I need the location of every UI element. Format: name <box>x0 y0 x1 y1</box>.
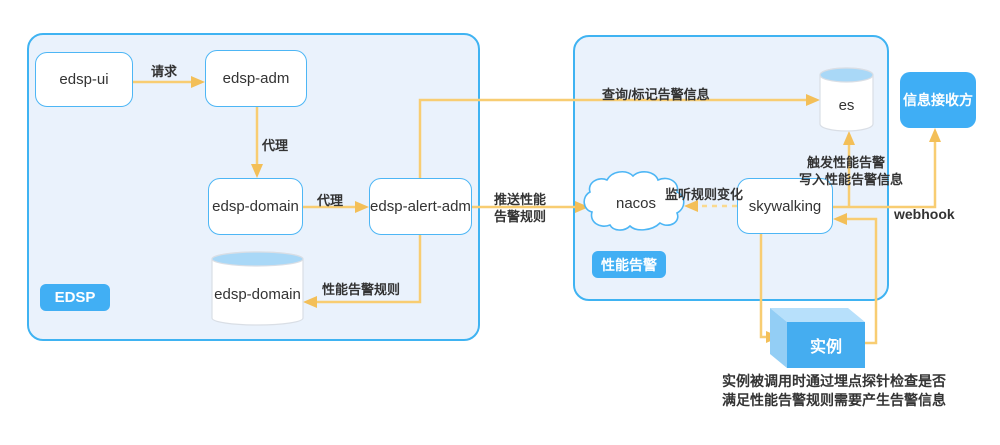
performance-alert-group-badge: 性能告警 <box>592 251 666 278</box>
edge-label-push-rules-line1: 推送性能 <box>493 192 546 207</box>
edge-label-query-mark-alert: 查询/标记告警信息 <box>602 87 710 102</box>
database-icon-es <box>819 67 874 132</box>
node-skywalking: skywalking <box>737 178 833 234</box>
node-edsp-adm: edsp-adm <box>205 50 307 107</box>
node-edsp-domain: edsp-domain <box>208 178 303 235</box>
instance-note-line2: 满足性能告警规则需要产生告警信息 <box>722 392 946 408</box>
node-nacos-label: nacos <box>615 195 657 212</box>
cloud-icon-nacos <box>583 171 685 231</box>
node-es-label: es <box>838 97 855 114</box>
cube-icon-instance <box>770 308 865 368</box>
arrow-instance-to-skywalking <box>833 213 878 345</box>
node-edsp-ui: edsp-ui <box>35 52 133 107</box>
node-edsp-alert-adm: edsp-alert-adm <box>369 178 472 235</box>
edge-label-proxy-adm: 代理 <box>262 138 289 153</box>
edge-label-push-rules-line2: 告警规则 <box>493 209 546 224</box>
node-message-receiver: 信息接收方 <box>900 72 976 128</box>
instance-note-line1: 实例被调用时通过埋点探针检查是否 <box>722 373 946 389</box>
node-edsp-domain-db-label: edsp-domain <box>214 286 301 303</box>
edsp-group-badge: EDSP <box>40 284 110 311</box>
edge-label-proxy-domain: 代理 <box>317 193 344 208</box>
edge-label-perf-alert-rules: 性能告警规则 <box>322 282 401 297</box>
edge-label-webhook: webhook <box>894 206 955 222</box>
edge-label-trigger-perf-alert: 触发性能告警 <box>806 155 885 170</box>
edge-label-listen-rule-change: 监听规则变化 <box>665 187 744 202</box>
arrow-perf-alert-rules <box>303 235 422 308</box>
node-instance-label: 实例 <box>809 339 842 356</box>
database-icon-edsp-domain <box>211 251 304 326</box>
edge-label-write-perf-alert: 写入性能告警信息 <box>799 172 904 187</box>
arrow-query-mark-alert <box>418 94 820 178</box>
edge-label-request: 请求 <box>150 64 177 79</box>
arrow-webhook <box>833 128 941 209</box>
